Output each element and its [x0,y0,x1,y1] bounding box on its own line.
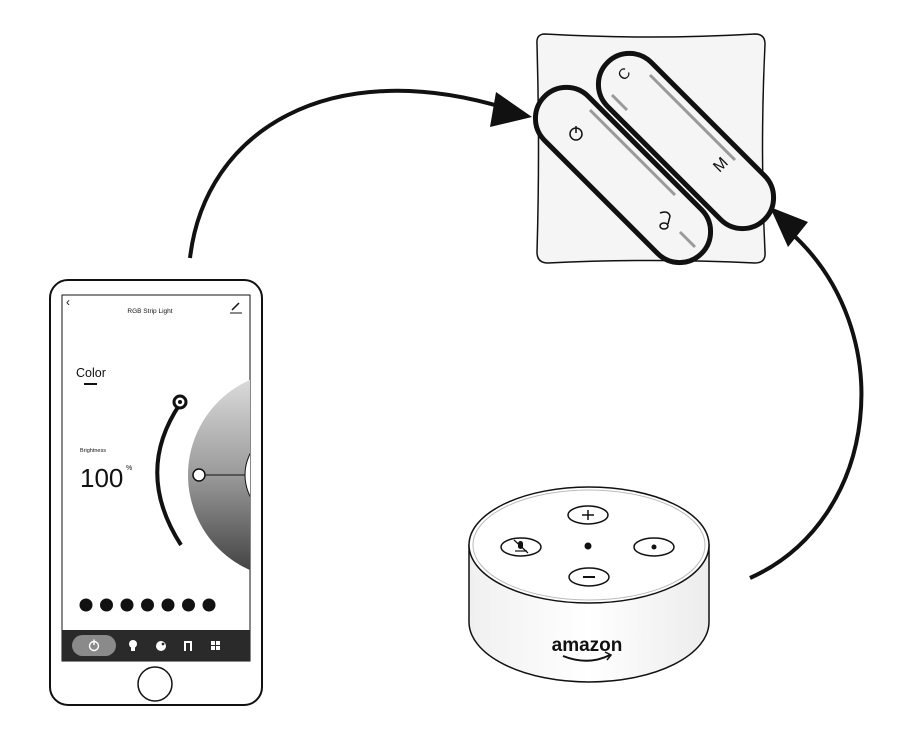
controller-pill-cm: C M [595,50,777,232]
controller-power-icon[interactable] [569,126,583,141]
mode-label[interactable]: Color [76,366,106,380]
preset-color-dot[interactable] [120,598,134,612]
preset-color-dot[interactable] [182,598,195,612]
echo-brand: amazon [552,635,623,656]
tab-grid-icon[interactable] [211,641,220,650]
back-icon[interactable]: ‹ [66,295,70,309]
wall-controller: C M [532,33,777,266]
preset-color-dot[interactable] [161,598,175,612]
tab-music-icon[interactable] [184,641,192,651]
brightness-value: 100 [80,463,123,493]
echo-action-button[interactable] [633,537,675,557]
amazon-echo-dot: amazon [468,486,710,683]
tab-bulb-icon[interactable] [129,640,137,651]
brightness-unit: % [126,465,132,472]
pencil-icon[interactable] [230,302,242,314]
preset-color-dot[interactable] [202,598,216,612]
app-title: RGB Strip Light [127,308,172,315]
preset-color-dot[interactable] [79,598,93,612]
echo-plus-button[interactable] [567,505,609,525]
home-button[interactable] [137,666,173,702]
arrow-phone-to-controller [188,88,532,259]
preset-color-dot[interactable] [141,598,154,612]
amazon-smile-icon [562,654,611,662]
arrow-echo-to-controller [749,207,864,580]
controller-music-note-icon[interactable] [659,211,671,230]
echo-mic-off-button[interactable] [500,537,542,557]
smartphone: ‹ RGB Strip Light Color Brightness 100 % [49,279,396,706]
echo-minus-button[interactable] [568,567,610,587]
tab-palette-icon[interactable] [156,641,166,651]
echo-mic-hole [584,542,592,550]
controller-pill-power-music [532,84,714,266]
color-wheel-selector[interactable] [192,468,206,482]
tab-power[interactable] [72,635,116,656]
brightness-arc-slider[interactable] [155,394,188,547]
brightness-label: Brightness [80,448,106,454]
preset-color-dot[interactable] [100,598,113,612]
color-wheel[interactable] [188,371,396,579]
preset-colors [79,598,216,612]
